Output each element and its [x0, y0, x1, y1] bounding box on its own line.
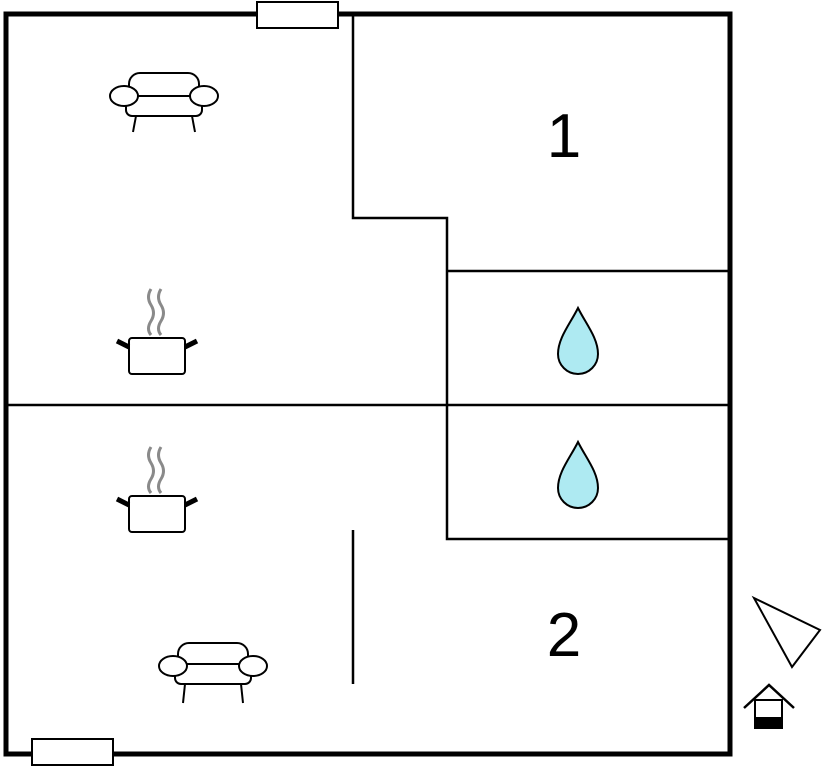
interior-walls — [6, 14, 730, 684]
room-label-1: 1 — [547, 102, 581, 171]
water-drop-icon — [556, 305, 600, 375]
room-label-2: 2 — [547, 601, 581, 670]
sofa-icon — [109, 72, 219, 133]
north-arrow-icon — [751, 595, 822, 669]
sofa-icon — [158, 642, 268, 704]
cooking-pot-icon — [115, 446, 199, 533]
cooking-pot-icon — [115, 288, 199, 375]
window-bottom — [31, 738, 114, 766]
water-drop-icon — [556, 439, 600, 509]
steam-icon — [147, 446, 165, 494]
steam-icon — [147, 288, 165, 336]
outer-wall — [3, 11, 733, 757]
entrance-icon — [743, 683, 795, 729]
window-top — [256, 1, 339, 29]
